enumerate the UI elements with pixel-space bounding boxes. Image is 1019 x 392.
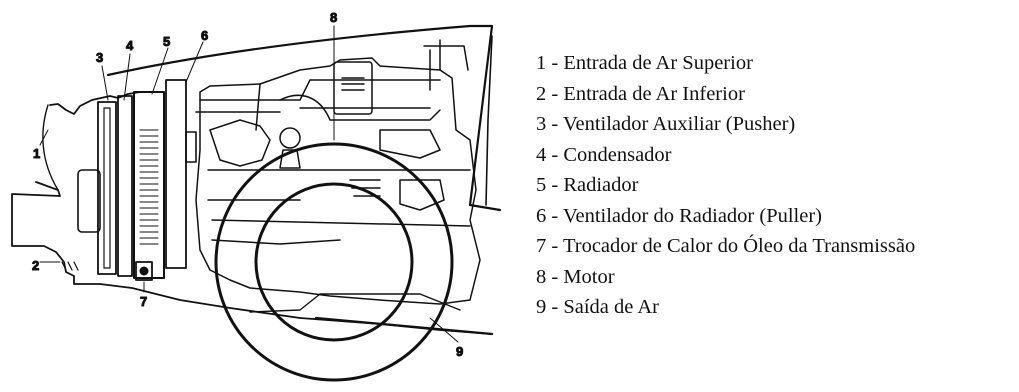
- callout-5: 5: [163, 34, 170, 49]
- callout-1: 1: [33, 146, 40, 161]
- hood-inner-line: [485, 35, 493, 206]
- legend-item-1: 1 - Entrada de Ar Superior: [536, 52, 753, 74]
- callout-4: 4: [126, 38, 134, 53]
- upper-air-inlet-curve: [42, 104, 59, 191]
- puller-fan-hub: [185, 131, 197, 163]
- legend-item-6: 6 - Ventilador do Radiador (Puller): [536, 204, 822, 227]
- hood-line: [106, 24, 502, 212]
- legend-item-5: 5 - Radiador: [536, 174, 639, 196]
- legend-item-7: 7 - Trocador de Calor do Óleo da Transmi…: [536, 235, 916, 257]
- legend-item-8: 8 - Motor: [536, 265, 615, 288]
- callout-2: 2: [32, 258, 39, 273]
- engine: [195, 39, 481, 305]
- condenser: [97, 101, 117, 275]
- pusher-fan: [77, 169, 101, 233]
- oil-cooler-fitting: [139, 266, 149, 276]
- radiator-fins: [139, 129, 159, 245]
- bumper-outline: [11, 181, 493, 335]
- legend: 1 - Entrada de Ar Superior 2 - Entrada d…: [536, 48, 915, 323]
- radiator: [117, 95, 133, 277]
- callout-6: 6: [201, 28, 208, 43]
- tire: [214, 142, 454, 382]
- radiator-frame: [133, 91, 165, 279]
- legend-item-2: 2 - Entrada de Ar Inferior: [536, 82, 745, 105]
- wheel-rim: [254, 182, 414, 342]
- air-outlet-channel: [249, 293, 461, 313]
- legend-item-3: 3 - Ventilador Auxiliar (Pusher): [536, 113, 796, 135]
- legend-item-4: 4 - Condensador: [536, 143, 672, 166]
- callout-3: 3: [96, 50, 103, 65]
- callout-7: 7: [140, 294, 147, 309]
- oil-cooler: [135, 261, 153, 281]
- condenser-core: [103, 107, 111, 269]
- front-grille-outline: [49, 91, 151, 115]
- air-outlet-line: [314, 316, 494, 336]
- callout-8: 8: [330, 10, 337, 25]
- legend-item-9: 9 - Saída de Ar: [536, 296, 659, 318]
- leader-lines: [39, 25, 459, 343]
- callout-9: 9: [456, 344, 463, 359]
- lower-air-inlet-grille: [61, 261, 79, 271]
- puller-fan-shroud: [165, 79, 187, 269]
